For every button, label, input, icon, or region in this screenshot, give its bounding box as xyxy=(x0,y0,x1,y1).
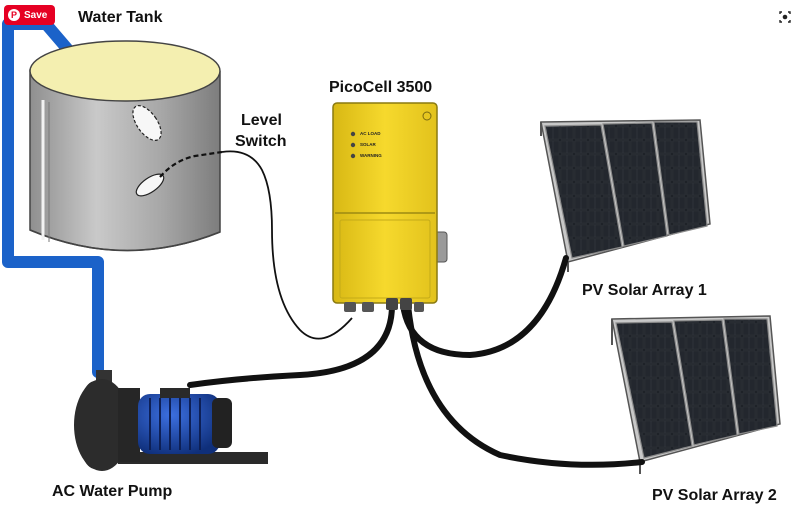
indicator-ac-load: AC LOAD xyxy=(360,131,381,136)
level-switch-label-line1: Level xyxy=(241,112,282,129)
save-button[interactable]: P Save xyxy=(4,5,56,25)
visual-search-icon[interactable] xyxy=(776,8,794,26)
solar-array-1 xyxy=(540,119,711,272)
level-switch-cable xyxy=(221,150,353,340)
picocell-controller xyxy=(332,102,448,312)
controller-label: PicoCell 3500 xyxy=(329,79,433,96)
ac-water-pump xyxy=(74,370,268,471)
solar-array-2 xyxy=(611,315,781,474)
pump-label: AC Water Pump xyxy=(52,483,173,500)
water-tank-label: Water Tank xyxy=(78,9,163,26)
power-cables xyxy=(187,255,645,468)
level-switch-label-line2: Switch xyxy=(235,133,287,150)
array1-label: PV Solar Array 1 xyxy=(582,282,707,299)
water-tank xyxy=(29,40,223,252)
indicator-warning: WARNING xyxy=(360,153,382,158)
water-pipe xyxy=(2,18,104,378)
indicator-solar: SOLAR xyxy=(360,142,376,147)
pinterest-icon: P xyxy=(8,9,20,21)
save-button-label: Save xyxy=(24,9,48,21)
array2-label: PV Solar Array 2 xyxy=(652,487,777,504)
